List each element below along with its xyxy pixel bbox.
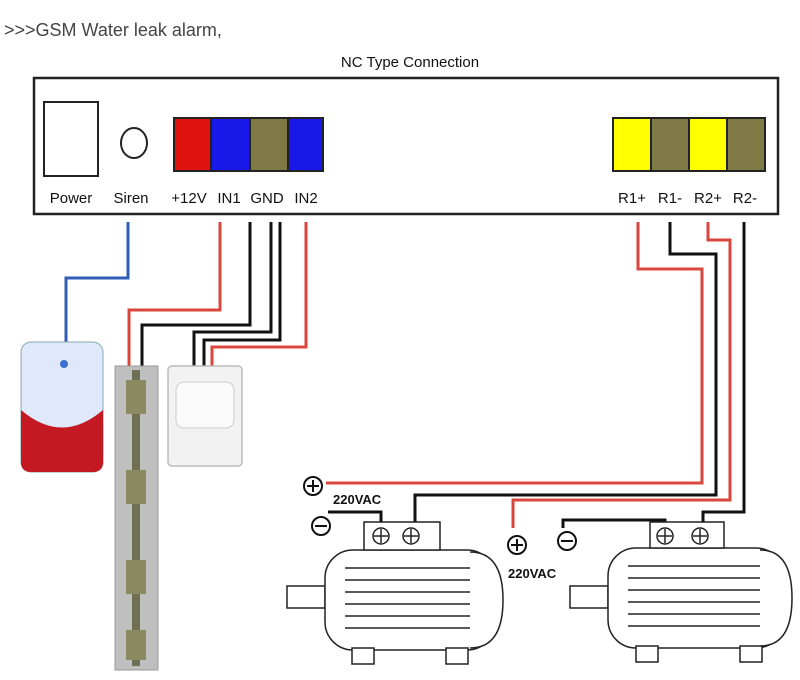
wire-pir-black-1 xyxy=(192,222,273,368)
label-12v: +12V xyxy=(171,190,206,207)
label-gnd: GND xyxy=(250,190,284,207)
siren-jack-icon xyxy=(120,127,148,159)
terminal-in2 xyxy=(287,117,324,172)
polarity-symbols xyxy=(303,476,577,555)
wire-r1-plus xyxy=(326,222,704,485)
terminal-in1 xyxy=(210,117,251,172)
label-r2-plus: R2+ xyxy=(694,190,722,207)
label-siren: Siren xyxy=(113,190,148,207)
motor-1-icon xyxy=(286,521,504,665)
left-terminal-block xyxy=(173,117,324,172)
terminal-r2-plus xyxy=(688,117,728,172)
wires xyxy=(64,222,746,528)
minus-icon xyxy=(311,516,331,536)
label-in2: IN2 xyxy=(294,190,317,207)
wire-r2-minus xyxy=(701,222,746,527)
motor-2-icon xyxy=(569,521,793,663)
water-level-sensor-icon xyxy=(114,365,159,671)
siren-device-icon xyxy=(20,341,104,473)
detector-device-icon xyxy=(167,365,243,467)
label-in1: IN1 xyxy=(217,190,240,207)
wire-r2-plus xyxy=(511,222,732,528)
connection-title: NC Type Connection xyxy=(341,54,479,71)
terminal-gnd xyxy=(249,117,289,172)
power-switch-icon xyxy=(43,101,99,177)
page-heading: >>>GSM Water leak alarm, xyxy=(4,20,222,40)
right-terminal-block xyxy=(612,117,766,172)
label-r2-minus: R2- xyxy=(733,190,757,207)
plus-icon xyxy=(303,476,323,496)
wire-motor1-neutral xyxy=(328,510,383,525)
label-r1-plus: R1+ xyxy=(618,190,646,207)
wire-siren xyxy=(64,222,130,342)
voltage-label-2: 220VAC xyxy=(508,566,557,581)
plus-icon xyxy=(507,535,527,555)
minus-icon xyxy=(557,531,577,551)
terminal-r1-plus xyxy=(612,117,652,172)
label-power: Power xyxy=(50,190,93,207)
label-r1-minus: R1- xyxy=(658,190,682,207)
wire-pir-black-2 xyxy=(202,222,282,368)
voltage-label-1: 220VAC xyxy=(333,492,382,507)
wire-sensor-black xyxy=(140,222,252,372)
terminal-12v xyxy=(173,117,212,172)
wire-r1-minus xyxy=(413,222,718,525)
terminal-r1-minus xyxy=(650,117,690,172)
wire-sensor-red xyxy=(127,222,222,372)
terminal-r2-minus xyxy=(726,117,766,172)
wire-pir-red xyxy=(210,222,308,368)
